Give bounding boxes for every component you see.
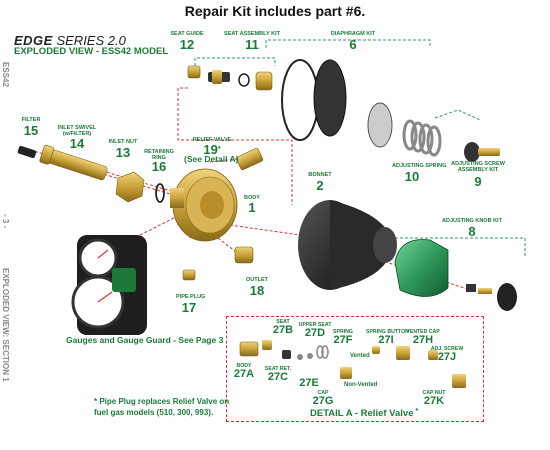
part-1-label: BODY [244, 195, 260, 201]
detail-27c-number: 27C [267, 371, 289, 383]
part-14-number: 14 [69, 136, 85, 151]
part-8-label: ADJUSTING KNOB KIT [442, 218, 502, 224]
detail-27h-number: 27H [412, 334, 434, 346]
part-11-label: SEAT ASSEMBLY KIT [224, 31, 280, 37]
part-19-number: 19* [203, 142, 221, 157]
part-17-label: PIPE PLUG [176, 294, 206, 300]
detail-27f-number: 27F [333, 334, 353, 346]
part-9-label: ADJUSTING SCREW ASSEMBLY KIT [451, 161, 505, 173]
part-6-number: 6 [349, 37, 357, 52]
detail-27g-label: CAP [317, 390, 329, 396]
part-17-number: 17 [181, 300, 197, 315]
part-13-number: 13 [115, 145, 131, 160]
detail-27k-number: 27K [423, 395, 445, 407]
part-12-number: 12 [179, 37, 195, 52]
detail-27g-number: 27G [312, 395, 334, 407]
part-15-number: 15 [23, 123, 39, 138]
detail-a-title: DETAIL A - Relief Valve * [310, 408, 419, 419]
part-13-label: INLET NUT [108, 139, 138, 145]
detail-a-box [226, 316, 484, 422]
detail-27j-label: ADJ. SCREW [430, 346, 464, 352]
part-18-label: OUTLET [246, 277, 268, 283]
part-6-label: DIAPHRAGM KIT [330, 31, 376, 37]
detail-27i-number: 27I [378, 334, 394, 346]
part-1-number: 1 [248, 200, 256, 215]
page-caption: Repair Kit includes part #6. [184, 3, 366, 19]
part-12-label: SEAT GUIDE [170, 31, 204, 37]
detail-27k-label: CAP NUT [422, 390, 446, 396]
part-18-number: 18 [249, 283, 265, 298]
part-10-label: ADJUSTING SPRING [392, 163, 447, 169]
detail-27b-label: SEAT [276, 319, 290, 325]
detail-27a-number: 27A [233, 368, 255, 380]
gauges-note: Gauges and Gauge Guard - See Page 3 [66, 335, 224, 345]
see-detail-a: (See Detail A) [184, 154, 239, 164]
detail-27a-label: BODY [236, 363, 252, 369]
detail-nonvented-label: Non-Vented [344, 382, 378, 388]
part-2-label: BONNET [308, 172, 332, 178]
pipe-plug-note: * Pipe Plug replaces Relief Valve on fue… [94, 397, 230, 417]
detail-27f-label: SPRING [333, 329, 353, 335]
detail-27h-label: VENTED CAP [406, 329, 440, 335]
detail-vented-label: Vented [350, 353, 370, 359]
detail-27i-label: SPRING BUTTON [366, 329, 409, 335]
detail-27b-number: 27B [272, 324, 294, 336]
part-2-number: 2 [316, 178, 324, 193]
detail-a-title-text: DETAIL A - Relief Valve [310, 408, 414, 419]
brand-series: SERIES 2.0 [56, 33, 126, 48]
part-19-label: RELIEF VALVE [192, 137, 232, 143]
part-14-label: INLET SWIVEL (w/FILTER) [57, 125, 97, 137]
part-19-number-text: 19 [203, 142, 218, 157]
part-8-number: 8 [468, 224, 476, 239]
part-16-number: 16 [151, 159, 167, 174]
part-11-number: 11 [245, 37, 259, 52]
brand-edge: EDGE [14, 33, 53, 48]
part-15-label: FILTER [21, 117, 41, 123]
part-9-number: 9 [474, 174, 482, 189]
part-16-label: RETAINING RING [144, 149, 174, 161]
detail-27d-number: 27D [304, 327, 326, 339]
detail-27d-label: UPPER SEAT [298, 322, 332, 328]
brand-title: EDGE SERIES 2.0 [14, 33, 126, 48]
part-10-number: 10 [404, 169, 420, 184]
detail-27j-number: 27J [437, 351, 457, 363]
detail-27e-number: 27E [299, 377, 319, 389]
page-subtitle: EXPLODED VIEW - ESS42 MODEL [14, 46, 169, 57]
detail-27c-label: SEAT RET. [264, 366, 292, 372]
